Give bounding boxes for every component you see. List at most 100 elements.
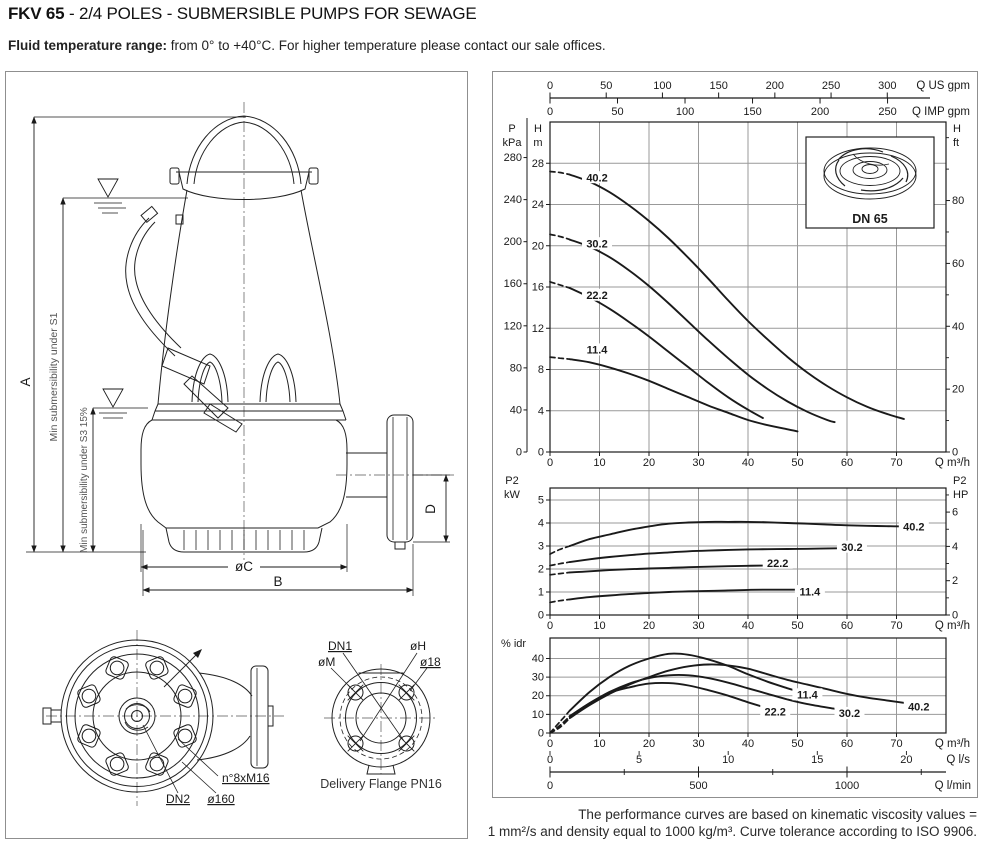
- pump-front-view: [125, 102, 454, 572]
- dim-b-label: B: [273, 574, 282, 589]
- svg-text:20: 20: [643, 457, 655, 469]
- impeller-inset: DN 65: [805, 136, 935, 229]
- svg-text:m: m: [533, 137, 542, 149]
- dim-c-label-bg: [228, 560, 260, 573]
- svg-text:50: 50: [791, 457, 803, 469]
- svg-text:Q m³/h: Q m³/h: [935, 738, 970, 750]
- svg-text:15: 15: [811, 754, 823, 766]
- svg-text:% idr: % idr: [501, 638, 526, 650]
- svg-text:40.2: 40.2: [586, 172, 607, 184]
- svg-text:60: 60: [952, 258, 964, 270]
- svg-text:0: 0: [952, 610, 958, 622]
- svg-text:2: 2: [538, 564, 544, 576]
- svg-text:120: 120: [504, 320, 522, 332]
- svg-text:20: 20: [900, 754, 912, 766]
- title-rest: - 2/4 POLES - SUBMERSIBLE PUMPS FOR SEWA…: [64, 4, 477, 23]
- svg-text:30: 30: [692, 457, 704, 469]
- flange-hole-label: ø18: [420, 655, 441, 669]
- svg-text:30: 30: [692, 620, 704, 632]
- svg-text:kW: kW: [504, 489, 521, 501]
- svg-text:0: 0: [547, 106, 553, 118]
- performance-note-line1: The performance curves are based on kine…: [578, 807, 977, 822]
- svg-text:40: 40: [742, 620, 754, 632]
- svg-text:4: 4: [952, 541, 958, 553]
- svg-text:P: P: [508, 123, 515, 135]
- svg-text:0: 0: [547, 754, 553, 766]
- svg-text:20: 20: [952, 384, 964, 396]
- pump-bottom-view: [42, 630, 284, 806]
- svg-text:H: H: [534, 123, 542, 135]
- svg-text:5: 5: [636, 754, 642, 766]
- svg-text:1: 1: [538, 587, 544, 599]
- svg-text:100: 100: [653, 80, 671, 92]
- svg-text:40: 40: [742, 738, 754, 750]
- svg-text:250: 250: [822, 80, 840, 92]
- svg-text:24: 24: [532, 199, 544, 211]
- svg-text:30.2: 30.2: [586, 238, 607, 250]
- svg-text:16: 16: [532, 282, 544, 294]
- svg-text:40: 40: [952, 321, 964, 333]
- svg-text:10: 10: [593, 738, 605, 750]
- svg-text:40: 40: [532, 653, 544, 665]
- dimensions: [26, 116, 450, 596]
- svg-text:0: 0: [538, 728, 544, 740]
- svg-text:0: 0: [547, 738, 553, 750]
- submersibility-s3-label: Min submersibility under S3 15%: [79, 407, 90, 553]
- svg-text:60: 60: [841, 738, 853, 750]
- svg-text:1000: 1000: [835, 780, 859, 792]
- svg-text:40: 40: [742, 457, 754, 469]
- svg-text:30.2: 30.2: [839, 708, 860, 720]
- dim-c-label: øC: [235, 559, 253, 574]
- submersibility-s1-label: Min submersibility under S1: [48, 312, 60, 441]
- svg-text:50: 50: [791, 620, 803, 632]
- bolts-label: n°8xM16: [222, 771, 270, 785]
- svg-text:200: 200: [504, 236, 522, 248]
- svg-text:300: 300: [878, 80, 896, 92]
- svg-text:P2: P2: [505, 475, 518, 487]
- dn1-label: DN1: [328, 639, 352, 653]
- svg-text:0: 0: [538, 447, 544, 459]
- section-arrow-icon: [193, 649, 202, 658]
- svg-text:0: 0: [547, 457, 553, 469]
- svg-text:H: H: [953, 123, 961, 135]
- temperature-note: Fluid temperature range: from 0° to +40°…: [8, 38, 975, 53]
- svg-text:28: 28: [532, 158, 544, 170]
- svg-text:Q l/min: Q l/min: [935, 780, 971, 792]
- svg-text:10: 10: [532, 709, 544, 721]
- svg-text:50: 50: [611, 106, 623, 118]
- svg-text:Q l/s: Q l/s: [946, 754, 970, 766]
- performance-note: The performance curves are based on kine…: [488, 806, 977, 840]
- outer-diameter-label: ø160: [207, 792, 235, 806]
- svg-text:20: 20: [532, 690, 544, 702]
- svg-text:150: 150: [743, 106, 761, 118]
- flange-caption: Delivery Flange PN16: [320, 777, 442, 791]
- drawing-panel: A Min submersibility under S1 Min submer…: [5, 71, 468, 839]
- svg-text:500: 500: [689, 780, 707, 792]
- svg-text:250: 250: [878, 106, 896, 118]
- svg-text:5: 5: [538, 495, 544, 507]
- svg-text:8: 8: [538, 364, 544, 376]
- svg-text:11.4: 11.4: [587, 345, 609, 357]
- svg-text:10: 10: [593, 457, 605, 469]
- svg-text:3: 3: [538, 541, 544, 553]
- svg-text:60: 60: [841, 620, 853, 632]
- svg-text:280: 280: [504, 152, 522, 164]
- cable-gland: [161, 347, 211, 385]
- svg-text:22.2: 22.2: [765, 706, 786, 718]
- svg-text:50: 50: [600, 80, 612, 92]
- svg-text:40.2: 40.2: [903, 521, 924, 533]
- svg-text:10: 10: [593, 620, 605, 632]
- svg-text:30: 30: [692, 738, 704, 750]
- performance-note-line2: 1 mm²/s and density equal to 1000 kg/m³.…: [487, 824, 977, 839]
- inset-caption: DN 65: [852, 212, 887, 226]
- svg-text:20: 20: [643, 620, 655, 632]
- svg-text:200: 200: [811, 106, 829, 118]
- svg-text:HP: HP: [953, 489, 968, 501]
- temperature-note-text: from 0° to +40°C. For higher temperature…: [167, 38, 606, 53]
- dim-d-label: D: [423, 504, 438, 514]
- svg-text:40: 40: [510, 404, 522, 416]
